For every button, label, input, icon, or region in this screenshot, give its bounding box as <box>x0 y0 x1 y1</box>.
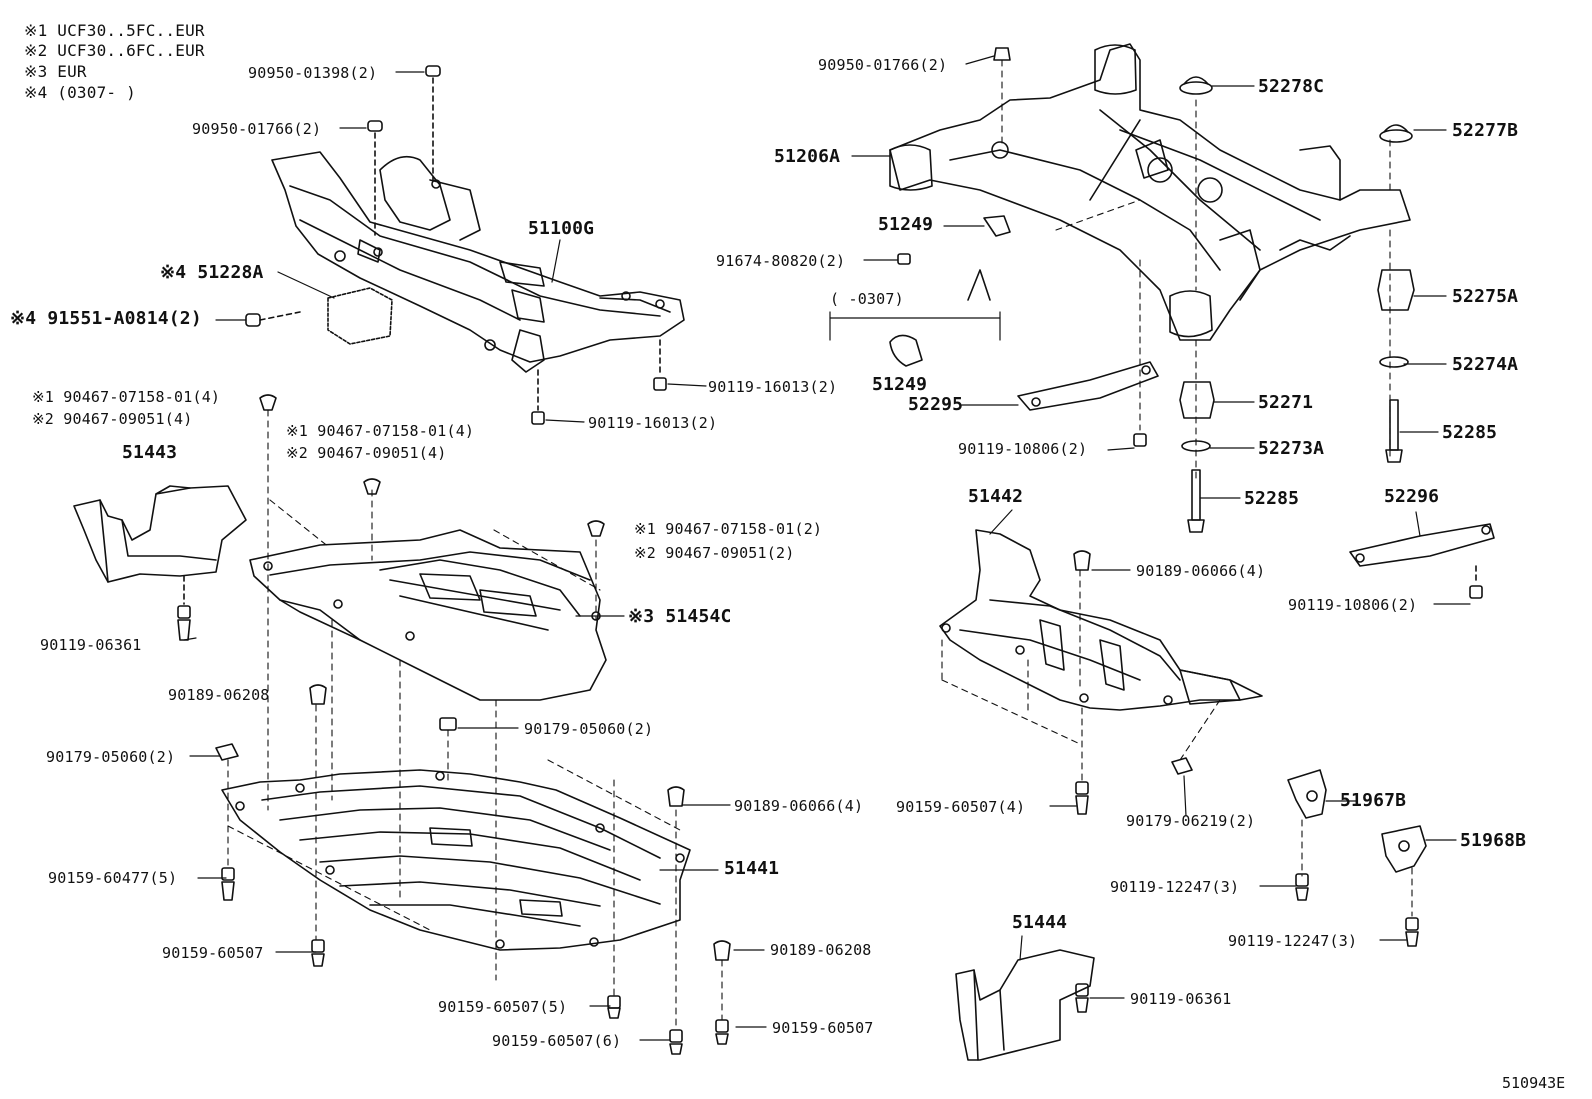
part-label-90119-06361-right: 90119-06361 <box>1130 990 1232 1008</box>
rear-subframe-drawing <box>829 43 1495 599</box>
part-label-51100G: 51100G <box>528 218 595 239</box>
part-label-52285-a: 52285 <box>1442 422 1498 443</box>
part-label-52285-b: 52285 <box>1244 488 1300 509</box>
leader-lines-left <box>183 71 767 1041</box>
part-label-90189-06066-b: 90189-06066(4) <box>1136 562 1266 580</box>
part-label-90159-60507-b: 90159-60507 <box>772 1019 874 1037</box>
part-label-90159-60507-a: 90159-60507 <box>162 944 264 962</box>
part-label-51249-bottom: 51249 <box>872 374 928 395</box>
part-label-90159-60507-5: 90159-60507(5) <box>438 998 568 1016</box>
part-label-90119-12247-b: 90119-12247(3) <box>1228 932 1358 950</box>
part-label-91674-80820: 91674-80820(2) <box>716 252 846 270</box>
part-label-52277B: 52277B <box>1452 120 1519 141</box>
part-label-52296: 52296 <box>1384 486 1440 507</box>
part-label-90189-06208-a: 90189-06208 <box>168 686 270 704</box>
part-label-90467-09051-c: ※2 90467-09051(2) <box>634 544 795 562</box>
part-label-52274A: 52274A <box>1452 354 1519 375</box>
part-label-52275A: 52275A <box>1452 286 1519 307</box>
part-label-52273A: 52273A <box>1258 438 1325 459</box>
part-label-90950-01398: 90950-01398(2) <box>248 64 378 82</box>
part-label-90159-60507-6: 90159-60507(6) <box>492 1032 622 1050</box>
engine-undercover-drawing <box>215 684 731 1055</box>
diagram-reference-code: 510943E <box>1502 1074 1566 1092</box>
leader-lines-right <box>851 55 1471 999</box>
part-label-90119-16013-a: 90119-16013(2) <box>708 378 838 396</box>
part-label-51228A: ※4 51228A <box>160 262 264 283</box>
fastener-icon <box>215 684 731 1055</box>
part-label-51443: 51443 <box>122 442 178 463</box>
note-2: ※2 UCF30..6FC..EUR <box>24 41 205 60</box>
part-label-90950-01766-left: 90950-01766(2) <box>192 120 322 138</box>
part-label-51249-top: 51249 <box>878 214 934 235</box>
part-label-90467-07158-01-a: ※1 90467-07158-01(4) <box>32 388 221 406</box>
part-label-90119-16013-b: 90119-16013(2) <box>588 414 718 432</box>
part-label-90119-06361-left: 90119-06361 <box>40 636 142 654</box>
side-deflector-drawing-left <box>73 485 247 641</box>
note-4: ※4 (0307- ) <box>24 83 136 102</box>
part-label-52271: 52271 <box>1258 392 1314 413</box>
part-label-90189-06208-b: 90189-06208 <box>770 941 872 959</box>
part-label-51442: 51442 <box>968 486 1024 507</box>
middle-cover-drawing <box>249 394 607 981</box>
part-label-90467-09051-a: ※2 90467-09051(4) <box>32 410 193 428</box>
part-label-91551-A0814: ※4 91551-A0814(2) <box>10 308 202 329</box>
part-label-51444: 51444 <box>1012 912 1068 933</box>
part-label-90159-60507-4: 90159-60507(4) <box>896 798 1026 816</box>
part-label-51968B: 51968B <box>1460 830 1527 851</box>
front-subframe-drawing <box>245 65 685 425</box>
part-label-51206A: 51206A <box>774 146 841 167</box>
part-label-90467-07158-01-b: ※1 90467-07158-01(4) <box>286 422 475 440</box>
part-label-90467-07158-01-c: ※1 90467-07158-01(2) <box>634 520 823 538</box>
part-label-51441: 51441 <box>724 858 780 879</box>
part-label-52295: 52295 <box>908 394 964 415</box>
part-label-90467-09051-b: ※2 90467-09051(4) <box>286 444 447 462</box>
part-label-90179-05060-a: 90179-05060(2) <box>524 720 654 738</box>
part-label-90119-12247-a: 90119-12247(3) <box>1110 878 1240 896</box>
bolt-icon <box>245 65 667 425</box>
part-label-90179-05060-b: 90179-05060(2) <box>46 748 176 766</box>
part-label-90159-60477: 90159-60477(5) <box>48 869 178 887</box>
part-label-90119-10806-b: 90119-10806(2) <box>1288 596 1418 614</box>
part-label-90950-01766-right: 90950-01766(2) <box>818 56 948 74</box>
part-label-51454C: ※3 51454C <box>628 606 732 627</box>
part-label-0307-range: ( -0307) <box>830 290 904 308</box>
rear-undercover-drawing <box>939 529 1427 1061</box>
part-label-90179-06219: 90179-06219(2) <box>1126 812 1256 830</box>
note-1: ※1 UCF30..5FC..EUR <box>24 21 205 40</box>
part-label-90119-10806-a: 90119-10806(2) <box>958 440 1088 458</box>
part-label-90189-06066-a: 90189-06066(4) <box>734 797 864 815</box>
note-3: ※3 EUR <box>24 62 87 81</box>
part-label-51967B: 51967B <box>1340 790 1407 811</box>
part-label-52278C: 52278C <box>1258 76 1325 97</box>
